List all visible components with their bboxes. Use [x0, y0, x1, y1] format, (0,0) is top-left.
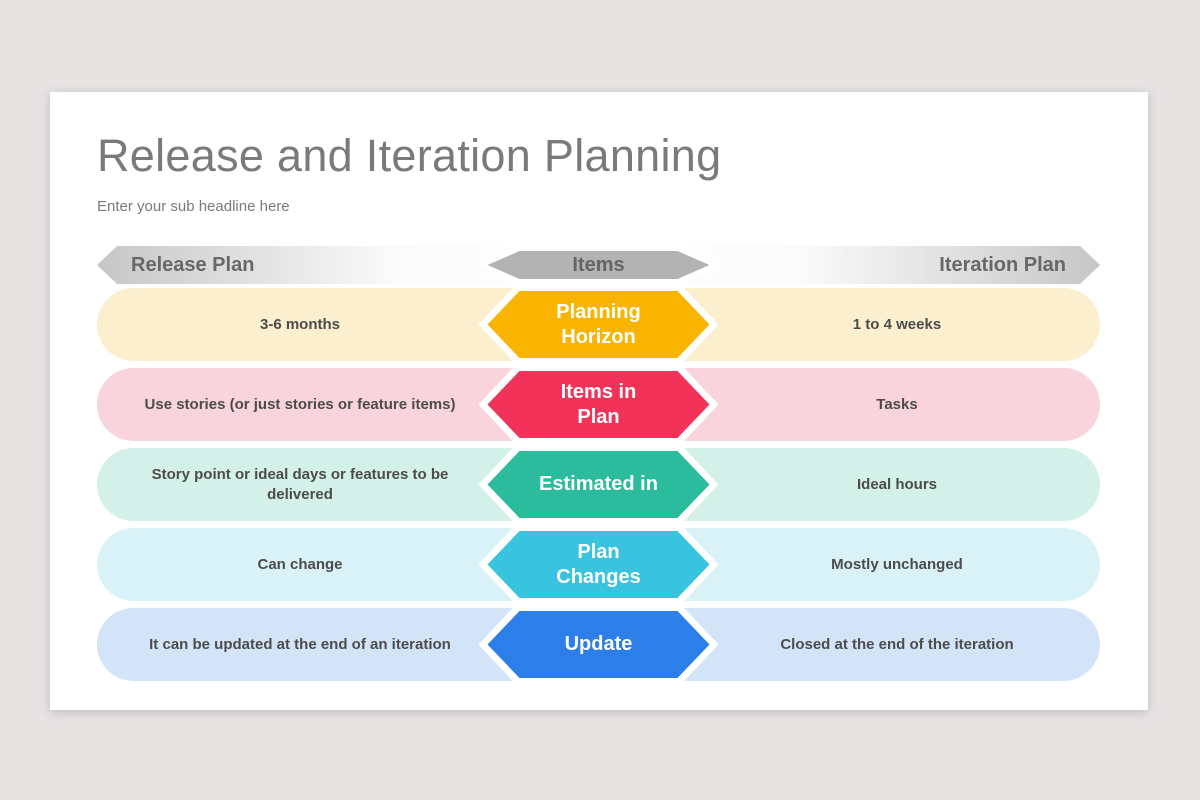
row-right-text: Closed at the end of the iteration	[780, 635, 1014, 653]
row-right-text: Mostly unchanged	[831, 555, 963, 573]
row-left-text: Can change	[257, 555, 343, 573]
row-right-text: Ideal hours	[856, 475, 938, 493]
hexagon-label: Items	[572, 253, 625, 276]
header-label-release-plan: Release Plan	[131, 253, 255, 276]
row-plan-changes: Can change Mostly unchanged Plan Changes	[97, 528, 1100, 601]
header-row: Release Plan Iteration Plan Items	[97, 246, 1100, 284]
hexagon-wrap: Items in Plan	[479, 364, 719, 445]
hexagon-wrap: Plan Changes	[479, 524, 719, 605]
row-left-text: Story point or ideal days or features to…	[151, 466, 449, 503]
hexagon-badge: Estimated in	[488, 451, 710, 518]
hexagon-label: Plan Changes	[556, 540, 641, 588]
hexagon-badge: Update	[488, 611, 710, 678]
row-right-text: 1 to 4 weeks	[852, 315, 942, 333]
row-left-text: 3-6 months	[259, 315, 340, 333]
row-planning-horizon: 3-6 months 1 to 4 weeks Planning Horizon	[97, 288, 1100, 361]
page-subtitle: Enter your sub headline here	[97, 198, 290, 215]
hexagon-label: Items in Plan	[560, 380, 637, 428]
hexagon-label: Planning Horizon	[556, 300, 641, 348]
row-right-text: Tasks	[876, 395, 918, 413]
hexagon-badge: Items in Plan	[488, 371, 710, 438]
comparison-diagram: Release Plan Iteration Plan Items 3-6 mo…	[97, 246, 1100, 688]
items-hexagon: Items	[479, 244, 719, 286]
row-estimated-in: Story point or ideal days or features to…	[97, 448, 1100, 521]
row-left-text: Use stories (or just stories or feature …	[144, 395, 456, 413]
header-label-iteration-plan: Iteration Plan	[939, 253, 1066, 276]
hexagon-wrap: Update	[479, 604, 719, 685]
hexagon-badge: Planning Horizon	[488, 291, 710, 358]
row-update: It can be updated at the end of an itera…	[97, 608, 1100, 681]
page-title: Release and Iteration Planning	[97, 130, 722, 181]
row-items-in-plan: Use stories (or just stories or feature …	[97, 368, 1100, 441]
row-left-text: It can be updated at the end of an itera…	[149, 635, 451, 653]
hexagon-wrap: Estimated in	[479, 444, 719, 525]
slide-card: Release and Iteration Planning Enter you…	[50, 92, 1148, 710]
hexagon-label: Estimated in	[539, 473, 658, 495]
hexagon-badge: Plan Changes	[488, 531, 710, 598]
hexagon-wrap: Planning Horizon	[479, 284, 719, 365]
header-hexagon-badge: Items	[488, 251, 710, 279]
hexagon-label: Update	[564, 633, 633, 655]
